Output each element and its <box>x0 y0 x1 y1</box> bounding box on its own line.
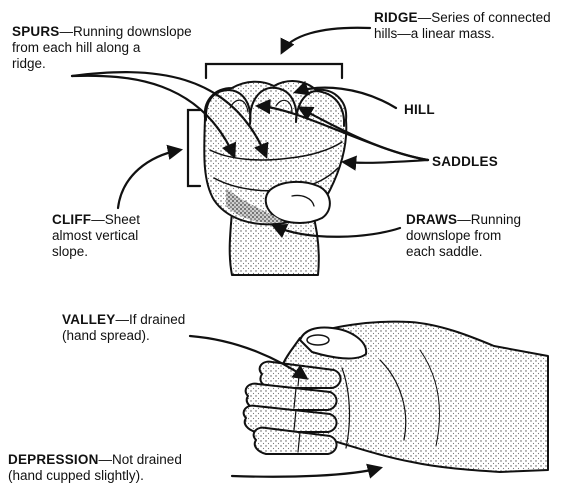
ridge-term: RIDGE <box>374 10 418 25</box>
ridge-arrow <box>282 28 370 52</box>
ridge-desc-1: —Series of connected <box>418 10 551 25</box>
open-hand-illustration <box>244 322 548 472</box>
depression-term: DEPRESSION <box>8 452 99 467</box>
ridge-label: RIDGE—Series of connected hills—a linear… <box>374 10 551 42</box>
spurs-desc-2: from each hill along a <box>12 40 192 56</box>
draws-term: DRAWS <box>406 212 457 227</box>
draws-label: DRAWS—Running downslope from each saddle… <box>406 212 521 260</box>
hill-label: HILL <box>404 102 435 118</box>
spurs-desc-3: ridge. <box>12 56 192 72</box>
depression-label: DEPRESSION—Not drained (hand cupped slig… <box>8 452 182 484</box>
valley-desc-2: (hand spread). <box>62 328 185 344</box>
depression-desc-1: —Not drained <box>99 452 182 467</box>
depression-arrow <box>232 468 380 477</box>
spurs-term: SPURS <box>12 24 60 39</box>
cliff-desc-3: slope. <box>52 244 140 260</box>
spurs-label: SPURS—Running downslope from each hill a… <box>12 24 192 72</box>
cliff-label: CLIFF—Sheet almost vertical slope. <box>52 212 140 260</box>
saddles-line-3 <box>344 160 428 163</box>
draws-desc-3: each saddle. <box>406 244 521 260</box>
cliff-desc-1: —Sheet <box>91 212 140 227</box>
spurs-desc-1: —Running downslope <box>60 24 192 39</box>
saddles-term: SADDLES <box>432 154 498 169</box>
depression-desc-2: (hand cupped slightly). <box>8 468 182 484</box>
ridge-bracket <box>206 64 342 78</box>
fist-illustration <box>204 81 346 275</box>
valley-label: VALLEY—If drained (hand spread). <box>62 312 185 344</box>
saddles-label: SADDLES <box>432 154 498 170</box>
cliff-term: CLIFF <box>52 212 91 227</box>
draws-desc-2: downslope from <box>406 228 521 244</box>
valley-term: VALLEY <box>62 312 115 327</box>
cliff-desc-2: almost vertical <box>52 228 140 244</box>
draws-desc-1: —Running <box>457 212 521 227</box>
ridge-desc-2: hills—a linear mass. <box>374 26 551 42</box>
hill-term: HILL <box>404 102 435 117</box>
cliff-arrow <box>118 150 180 208</box>
cliff-bracket <box>188 110 200 186</box>
valley-desc-1: —If drained <box>115 312 185 327</box>
